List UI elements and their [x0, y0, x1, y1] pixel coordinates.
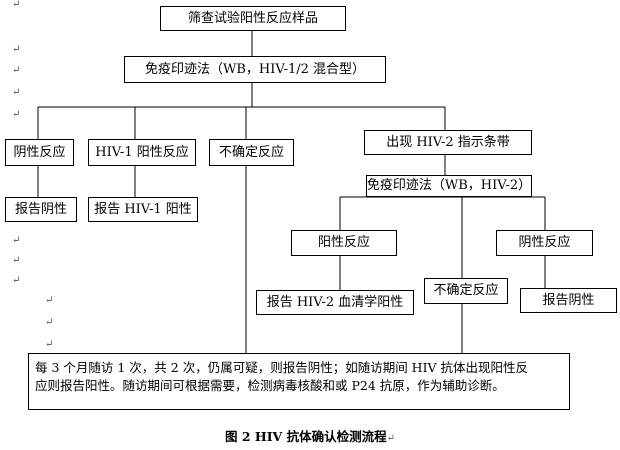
hiv2-negative-reaction-box: 阴性反应: [496, 230, 593, 256]
return-mark: ↵: [45, 295, 54, 306]
figure-caption: 图 2 HIV 抗体确认检测流程↵: [0, 426, 620, 445]
hiv2-positive-reaction-box: 阳性反应: [291, 230, 397, 256]
node-label: 免疫印迹法（WB，HIV-1/2 混合型）: [144, 61, 366, 77]
screening-positive-sample-box: 筛查试验阳性反应样品: [160, 6, 346, 31]
followup-note-line: 应则报告阳性。随访期间可根据需要，检测病毒核酸和或 P24 抗原，作为辅助诊断。: [35, 378, 505, 393]
node-label: 出现 HIV-2 指示条带: [386, 134, 510, 150]
return-mark: ↵: [12, 0, 21, 10]
report-negative-box: 报告阴性: [5, 197, 77, 222]
return-mark: ↵: [12, 275, 21, 286]
indeterminate-reaction-2-box: 不确定反应: [424, 278, 508, 304]
return-mark: ↵: [45, 317, 54, 328]
node-label: HIV-1 阳性反应: [95, 144, 189, 160]
node-label: 报告阴性: [542, 292, 595, 308]
return-mark: ↵: [45, 339, 54, 350]
report-negative-2-box: 报告阴性: [520, 288, 617, 313]
wb-mixed-box: 免疫印迹法（WB，HIV-1/2 混合型）: [124, 56, 386, 83]
caption-text: 图 2 HIV 抗体确认检测流程: [225, 429, 387, 444]
return-mark: ↵: [12, 65, 21, 76]
node-label: 阳性反应: [317, 235, 370, 251]
indeterminate-reaction-box: 不确定反应: [209, 139, 294, 166]
followup-note-box: 每 3 个月随访 1 次，共 2 次，仍属可疑，则报告阴性；如随访期间 HIV …: [28, 353, 570, 410]
return-mark: ↵: [12, 235, 21, 246]
report-hiv2-positive-box: 报告 HIV-2 血清学阳性: [256, 290, 414, 315]
negative-reaction-box: 阴性反应: [5, 139, 74, 166]
return-mark: ↵: [12, 87, 21, 98]
node-label: 不确定反应: [433, 283, 499, 299]
node-label: 阴性反应: [13, 144, 66, 160]
hiv2-indicator-band-box: 出现 HIV-2 指示条带: [364, 130, 532, 155]
node-label: 报告 HIV-1 阳性: [94, 201, 192, 217]
return-mark: ↵: [12, 255, 21, 266]
wb-hiv2-box: 免疫印迹法（WB，HIV-2）: [366, 175, 532, 197]
node-label: 免疫印迹法（WB，HIV-2）: [366, 178, 532, 194]
followup-note-line: 每 3 个月随访 1 次，共 2 次，仍属可疑，则报告阴性；如随访期间 HIV …: [35, 360, 529, 375]
node-label: 报告 HIV-2 血清学阳性: [266, 294, 404, 310]
node-label: 不确定反应: [218, 144, 284, 160]
return-mark: ↵: [12, 44, 21, 55]
report-hiv1-positive-box: 报告 HIV-1 阳性: [88, 197, 198, 222]
return-mark: ↵: [12, 109, 21, 120]
node-label: 报告阴性: [14, 201, 67, 217]
return-mark: ↵: [386, 433, 395, 444]
node-label: 阴性反应: [518, 235, 571, 251]
hiv1-positive-reaction-box: HIV-1 阳性反应: [88, 139, 196, 166]
node-label: 筛查试验阳性反应样品: [187, 10, 318, 26]
